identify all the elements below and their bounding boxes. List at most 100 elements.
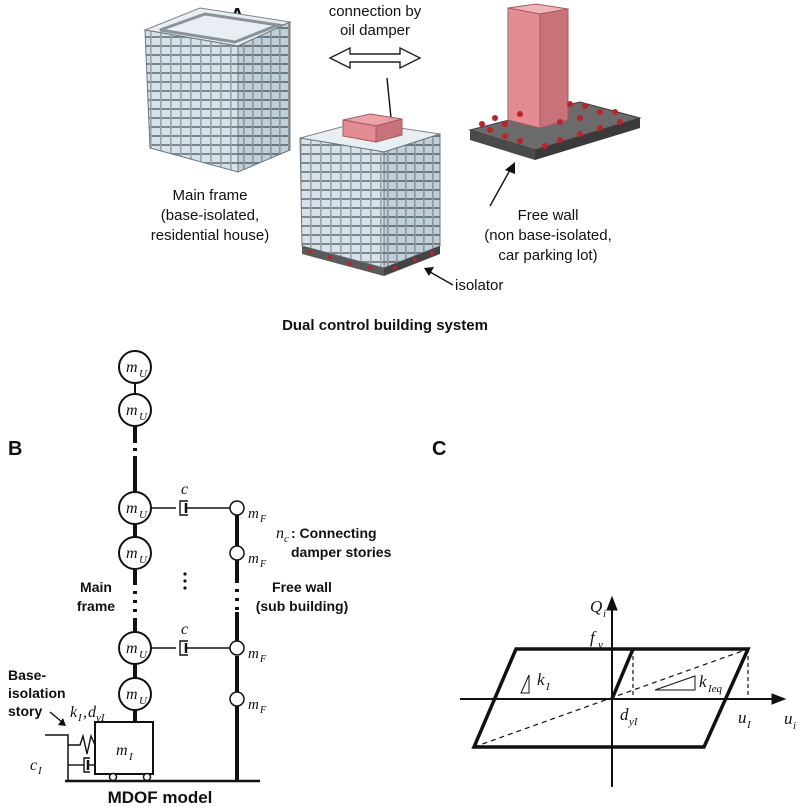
kieq-label: k Ieq bbox=[699, 672, 723, 695]
free-wall-pointer-arrow bbox=[489, 162, 515, 207]
svg-text:U: U bbox=[139, 509, 148, 521]
svg-text:F: F bbox=[259, 559, 267, 570]
qi-label: Q i bbox=[590, 597, 606, 620]
svg-text:F: F bbox=[259, 514, 267, 525]
svg-text:d: d bbox=[620, 705, 629, 724]
main-frame-b-line2: frame bbox=[77, 598, 115, 614]
dyi-label: d yI bbox=[620, 705, 639, 728]
ui-label: u I bbox=[738, 708, 752, 731]
kI-dyI-label: k I , d yI bbox=[70, 704, 106, 724]
svg-text:F: F bbox=[259, 705, 267, 716]
svg-text:yI: yI bbox=[628, 716, 639, 728]
damper-c-upper: c bbox=[181, 481, 188, 498]
svg-text:Ieq: Ieq bbox=[707, 683, 723, 695]
svg-text:c: c bbox=[30, 757, 37, 774]
nc-label: n c bbox=[276, 525, 289, 545]
mass-u-5: m U bbox=[118, 631, 152, 665]
free-wall-structure bbox=[468, 3, 642, 160]
main-frame-b-line1: Main bbox=[80, 579, 112, 595]
svg-text:I: I bbox=[77, 712, 83, 724]
mass-u-4: m U bbox=[118, 536, 152, 570]
connecting-damper-upper bbox=[151, 500, 230, 516]
free-wall-label-line1: Free wall bbox=[518, 207, 579, 224]
ki-slope-triangle bbox=[520, 674, 530, 694]
free-wall-masses bbox=[229, 500, 245, 707]
svg-text:m: m bbox=[126, 640, 138, 657]
fy-label: f y bbox=[590, 628, 603, 651]
svg-text:k: k bbox=[70, 704, 78, 721]
base-pointer-arrow bbox=[49, 711, 66, 726]
base-label-line3: story bbox=[8, 703, 42, 719]
main-frame-label-line3: residential house) bbox=[151, 227, 269, 244]
svg-text:m: m bbox=[116, 742, 128, 759]
svg-text:m: m bbox=[126, 402, 138, 419]
base-isolation-mass: m I bbox=[94, 721, 154, 782]
connection-label-line1: connection by bbox=[329, 3, 422, 20]
free-wall-b-line2: (sub building) bbox=[256, 598, 349, 614]
svg-text:c: c bbox=[284, 533, 289, 545]
svg-text:i: i bbox=[603, 608, 606, 620]
free-wall-label-line3: car parking lot) bbox=[498, 247, 597, 264]
damper-c-lower: c bbox=[181, 621, 188, 638]
main-frame-building bbox=[143, 7, 292, 173]
svg-text:k: k bbox=[537, 670, 545, 689]
svg-text:U: U bbox=[139, 695, 148, 707]
svg-text:U: U bbox=[139, 649, 148, 661]
connection-double-arrow bbox=[328, 46, 422, 70]
svg-text:m: m bbox=[248, 551, 259, 567]
svg-text:f: f bbox=[590, 628, 597, 647]
nc-text-line1: : Connecting bbox=[291, 525, 377, 541]
svg-text:y: y bbox=[597, 639, 603, 651]
svg-text:I: I bbox=[128, 751, 134, 763]
svg-text:Q: Q bbox=[590, 597, 602, 616]
svg-text:yI: yI bbox=[95, 712, 106, 724]
free-wall-label-line2: (non base-isolated, bbox=[484, 227, 612, 244]
svg-text:m: m bbox=[126, 686, 138, 703]
base-label-line1: Base- bbox=[8, 667, 46, 683]
svg-text:d: d bbox=[88, 704, 97, 721]
svg-text:m: m bbox=[126, 359, 138, 376]
base-damper bbox=[68, 757, 95, 773]
damper-ellipsis bbox=[183, 572, 187, 590]
mass-u-1: m U bbox=[118, 350, 152, 384]
connecting-damper-lower bbox=[151, 640, 230, 656]
panel-c-label: C bbox=[432, 438, 446, 460]
panel-b-label: B bbox=[8, 438, 22, 460]
free-wall-b-line1: Free wall bbox=[272, 579, 332, 595]
mass-u-6: m U bbox=[118, 677, 152, 711]
svg-text:m: m bbox=[126, 500, 138, 517]
connection-label-line2: oil damper bbox=[340, 22, 410, 39]
svg-text:F: F bbox=[259, 654, 267, 665]
isolator-label: isolator bbox=[455, 277, 503, 294]
hysteresis-loop bbox=[471, 647, 751, 749]
hysteresis-axes bbox=[460, 595, 787, 787]
panel-a-caption: Dual control building system bbox=[282, 317, 488, 334]
svg-text:m: m bbox=[126, 545, 138, 562]
cI-label: c I bbox=[30, 757, 43, 777]
nc-text-line2: damper stories bbox=[291, 544, 392, 560]
svg-text:U: U bbox=[139, 554, 148, 566]
svg-text:n: n bbox=[276, 525, 284, 542]
isolator-pointer-arrow bbox=[424, 267, 454, 286]
svg-text:i: i bbox=[793, 720, 796, 732]
base-label-line2: isolation bbox=[8, 685, 66, 701]
mass-u-3: m U bbox=[118, 491, 152, 525]
ki-label: k I bbox=[537, 670, 551, 693]
svg-text:m: m bbox=[248, 697, 259, 713]
main-frame-label-line1: Main frame bbox=[172, 187, 247, 204]
svg-text:u: u bbox=[784, 709, 793, 728]
svg-text:u: u bbox=[738, 708, 747, 727]
svg-text:U: U bbox=[139, 368, 148, 380]
u-axis-label: u i bbox=[784, 709, 796, 732]
svg-text:,: , bbox=[83, 704, 87, 721]
svg-text:m: m bbox=[248, 506, 259, 522]
svg-text:I: I bbox=[545, 681, 551, 693]
panel-b-caption: MDOF model bbox=[108, 788, 213, 807]
svg-text:k: k bbox=[699, 672, 707, 691]
mass-u-2: m U bbox=[118, 393, 152, 427]
svg-text:I: I bbox=[746, 719, 752, 731]
svg-text:I: I bbox=[37, 765, 43, 777]
dual-control-building bbox=[299, 113, 441, 276]
main-frame-label-line2: (base-isolated, bbox=[161, 207, 259, 224]
